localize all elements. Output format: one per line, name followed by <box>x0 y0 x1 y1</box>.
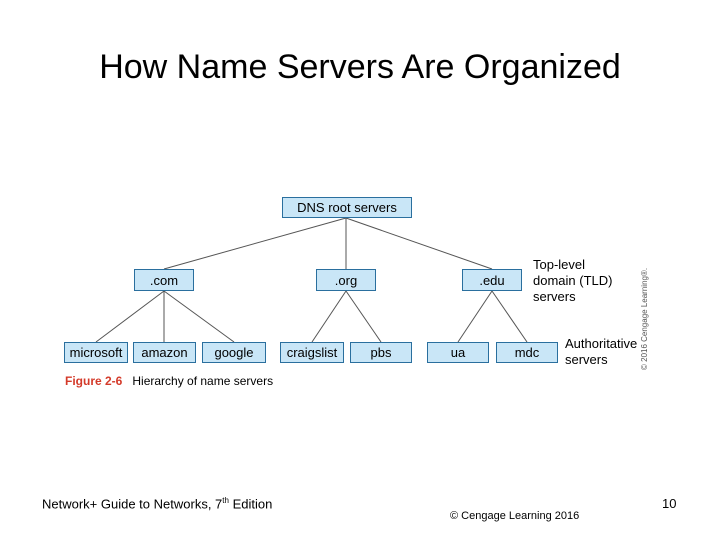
leaf-node-craigslist: craigslist <box>280 342 344 363</box>
connector-root-edu <box>345 217 493 270</box>
footer-book-title: Network+ Guide to Networks, 7th Edition <box>42 496 272 511</box>
dns-root-node: DNS root servers <box>282 197 412 218</box>
figure-caption-text: Hierarchy of name servers <box>132 374 274 388</box>
connector-com-google <box>163 290 235 343</box>
connector-root-com <box>163 217 347 270</box>
leaf-node-mdc: mdc <box>496 342 558 363</box>
tld-node-edu: .edu <box>462 269 522 291</box>
tld-servers-label: Top-level domain (TLD) servers <box>533 257 612 305</box>
tld-label-line-2: domain (TLD) <box>533 273 613 288</box>
tld-node-com: .com <box>134 269 194 291</box>
connector-edu-mdc <box>491 290 528 343</box>
auth-label-line-2: servers <box>565 352 608 367</box>
leaf-node-ua: ua <box>427 342 489 363</box>
tld-node-org: .org <box>316 269 376 291</box>
figure-caption: Figure 2-6 Hierarchy of name servers <box>65 374 273 388</box>
footer-book-pre: Network+ Guide to Networks, 7 <box>42 496 223 512</box>
figure-number: Figure 2-6 <box>65 374 123 388</box>
authoritative-servers-label: Authoritative servers <box>565 336 637 368</box>
leaf-node-pbs: pbs <box>350 342 412 363</box>
footer-book-sup: th <box>222 496 229 505</box>
connector-org-craigslist <box>311 290 347 343</box>
tld-label-line-1: Top-level <box>533 257 586 272</box>
connector-edu-ua <box>457 290 493 343</box>
footer-book-post: Edition <box>228 496 273 512</box>
connector-org-pbs <box>345 290 382 343</box>
tld-label-line-3: servers <box>533 289 576 304</box>
page-number: 10 <box>662 496 677 511</box>
connector-com-microsoft <box>95 290 165 343</box>
leaf-node-google: google <box>202 342 266 363</box>
leaf-node-microsoft: microsoft <box>64 342 128 363</box>
slide-title: How Name Servers Are Organized <box>99 48 621 86</box>
vertical-copyright: © 2016 Cengage Learning®. <box>640 267 649 370</box>
leaf-node-amazon: amazon <box>133 342 196 363</box>
auth-label-line-1: Authoritative <box>565 336 638 351</box>
footer-copyright: © Cengage Learning 2016 <box>450 510 580 522</box>
